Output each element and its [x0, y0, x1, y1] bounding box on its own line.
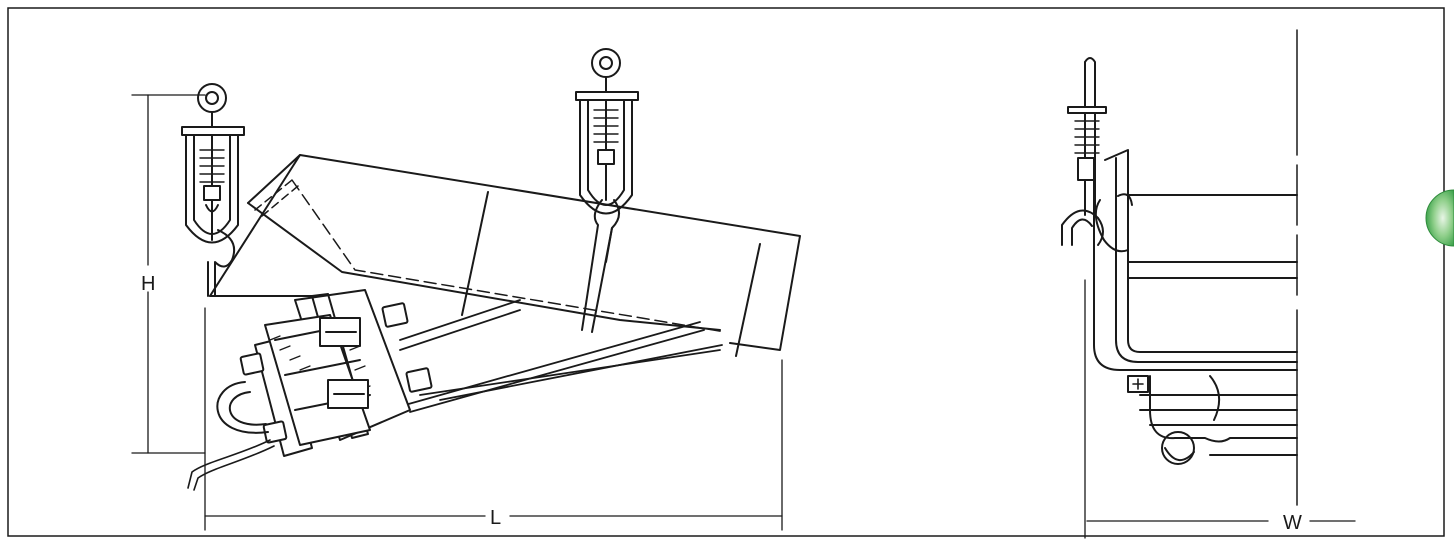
power-cable [187, 381, 275, 491]
left-suspension-hanger [181, 83, 245, 297]
width-dimension [1084, 279, 1356, 539]
dimension-label-height: H [141, 273, 155, 295]
end-view-trough [1093, 149, 1298, 371]
center-suspension-hanger [575, 48, 639, 333]
drive-struts [399, 299, 723, 413]
dimension-label-length: L [490, 507, 501, 529]
electromagnetic-drive [239, 289, 433, 457]
dimension-label-width: W [1283, 512, 1302, 534]
end-view [1061, 29, 1356, 539]
drawing-frame [7, 7, 1445, 537]
page-edge-tab [1425, 189, 1454, 247]
dimension-lines [131, 94, 783, 531]
side-view [131, 48, 801, 531]
end-view-hanger [1061, 57, 1107, 246]
end-view-drive [1127, 375, 1298, 465]
